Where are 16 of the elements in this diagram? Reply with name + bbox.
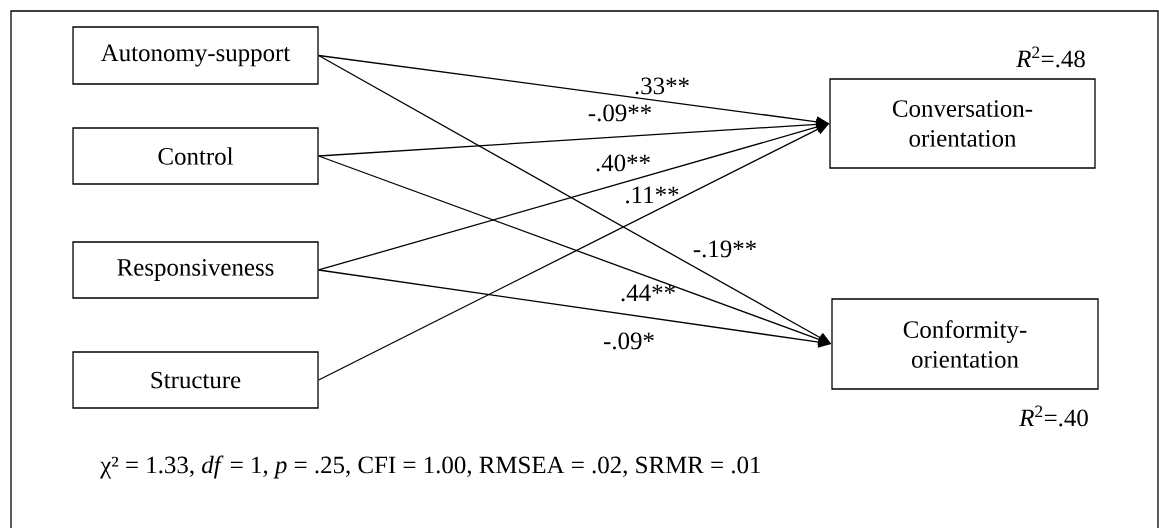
variable-box: Autonomy-support <box>72 26 319 85</box>
fit-statistics: χ² = 1.33, df = 1, p = .25, CFI = 1.00, RMSEA = .02, SRMR = .01 <box>100 455 760 479</box>
variable-box: Structure <box>72 351 319 409</box>
path-coefficient: .44** <box>621 284 675 302</box>
path-coefficient: .11** <box>626 186 679 204</box>
variable-box: Conformity- orientation <box>831 298 1099 390</box>
r-squared-label: R$^{2}$=.40 <box>1019 405 1088 427</box>
path-coefficient: -.19** <box>693 240 756 258</box>
variable-box: Conversation- orientation <box>829 78 1096 169</box>
path-coefficient: -.09* <box>604 332 654 350</box>
variable-box: Control <box>72 127 319 185</box>
path-coefficient: .40** <box>596 154 650 172</box>
variable-box: Responsiveness <box>72 241 319 299</box>
path-coefficient: .33** <box>635 77 689 95</box>
path-coefficient: -.09** <box>588 104 651 122</box>
r-squared-label: R$^{2}$=.48 <box>1016 46 1085 68</box>
